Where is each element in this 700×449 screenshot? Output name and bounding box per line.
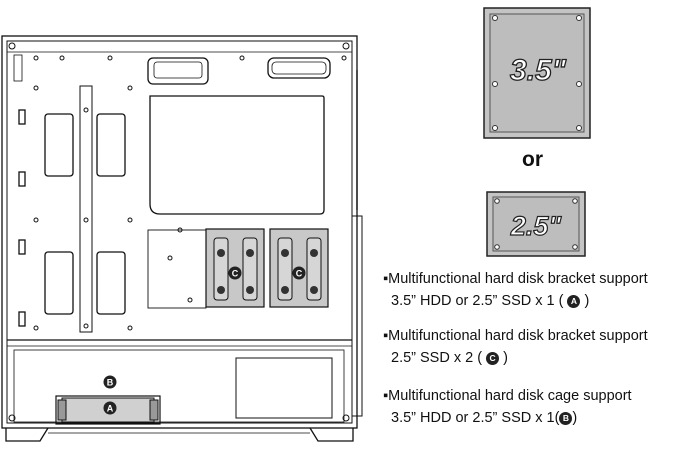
badge-c-left: C (228, 266, 242, 280)
svg-text:A: A (107, 404, 114, 414)
note-cage-b: ▪Multifunctional hard disk cage support … (383, 385, 632, 429)
pc-case (1, 35, 363, 442)
svg-text:C: C (232, 269, 239, 279)
note-a-line1: ▪Multifunctional hard disk bracket suppo… (383, 271, 648, 287)
badge-a: A (103, 401, 117, 415)
hdd-35-label: 3.5" (510, 54, 567, 87)
badge-c-icon: C (486, 352, 500, 365)
svg-text:C: C (296, 269, 303, 279)
note-bracket-c: ▪Multifunctional hard disk bracket suppo… (383, 325, 648, 369)
ssd-25-illustration: 2.5" (486, 191, 586, 257)
note-b-line1: ▪Multifunctional hard disk cage support (383, 388, 632, 404)
badge-a-icon: A (567, 295, 581, 308)
hdd-35-illustration: 3.5" (483, 7, 591, 139)
note-c-line1: ▪Multifunctional hard disk bracket suppo… (383, 328, 648, 344)
note-c-line2: 2.5” SSD x 2 ( C ) (391, 350, 508, 366)
note-bracket-a: ▪Multifunctional hard disk bracket suppo… (383, 268, 648, 312)
badge-c-right: C (292, 266, 306, 280)
or-text: or (522, 148, 543, 171)
mounting-holes (8, 42, 350, 422)
ssd-25-label: 2.5" (510, 211, 563, 241)
note-b-line2: 3.5” HDD or 2.5” SSD x 1(B) (391, 410, 578, 426)
note-a-line2: 3.5” HDD or 2.5” SSD x 1 ( A ) (391, 293, 590, 309)
svg-text:B: B (107, 378, 114, 388)
badge-b: B (103, 375, 117, 389)
badge-b-icon: B (559, 412, 573, 425)
